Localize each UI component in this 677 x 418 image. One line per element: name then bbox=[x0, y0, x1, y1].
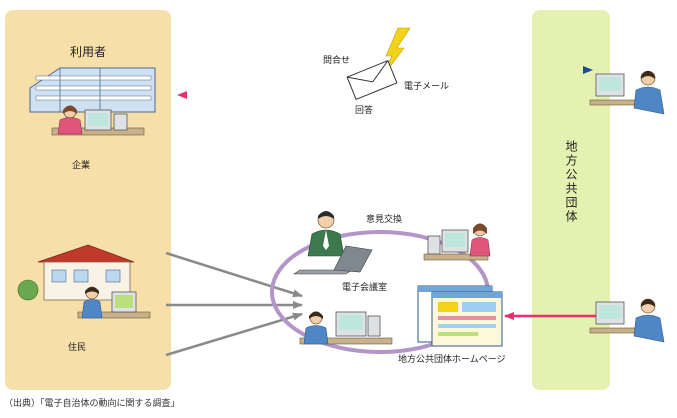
desk-participant-icon bbox=[423, 223, 491, 261]
answer-label: 回答 bbox=[355, 104, 373, 116]
conference-room-label: 電子会議室 bbox=[342, 281, 387, 293]
resident-arrow-3 bbox=[165, 312, 303, 357]
source-note: （出典）「電子自治体の動向に関する調査」 bbox=[4, 399, 180, 409]
email-label: 電子メール bbox=[404, 81, 449, 92]
laptop-participant-icon bbox=[293, 211, 373, 275]
government-worker-top-icon bbox=[589, 70, 665, 115]
company-building-icon bbox=[29, 67, 156, 113]
resident-label: 住民 bbox=[68, 341, 86, 353]
resident-worker-icon bbox=[77, 286, 151, 319]
users-panel-title: 利用者 bbox=[70, 45, 106, 59]
users-panel bbox=[5, 10, 171, 390]
company-worker-icon bbox=[51, 105, 145, 136]
company-label: 企業 bbox=[72, 159, 90, 171]
opinion-exchange-label: 意見交換 bbox=[366, 213, 402, 225]
resident-arrow-1 bbox=[165, 251, 303, 298]
bottom-participant-icon bbox=[299, 311, 393, 345]
government-worker-bottom-icon bbox=[589, 298, 665, 343]
homepage-window-icon bbox=[417, 285, 503, 347]
local-government-panel-title: 地方公共団体 bbox=[564, 140, 578, 224]
homepage-label: 地方公共団体ホームページ bbox=[398, 353, 506, 365]
inquiry-label: 問合せ bbox=[323, 54, 350, 66]
envelope-icon bbox=[346, 27, 411, 101]
